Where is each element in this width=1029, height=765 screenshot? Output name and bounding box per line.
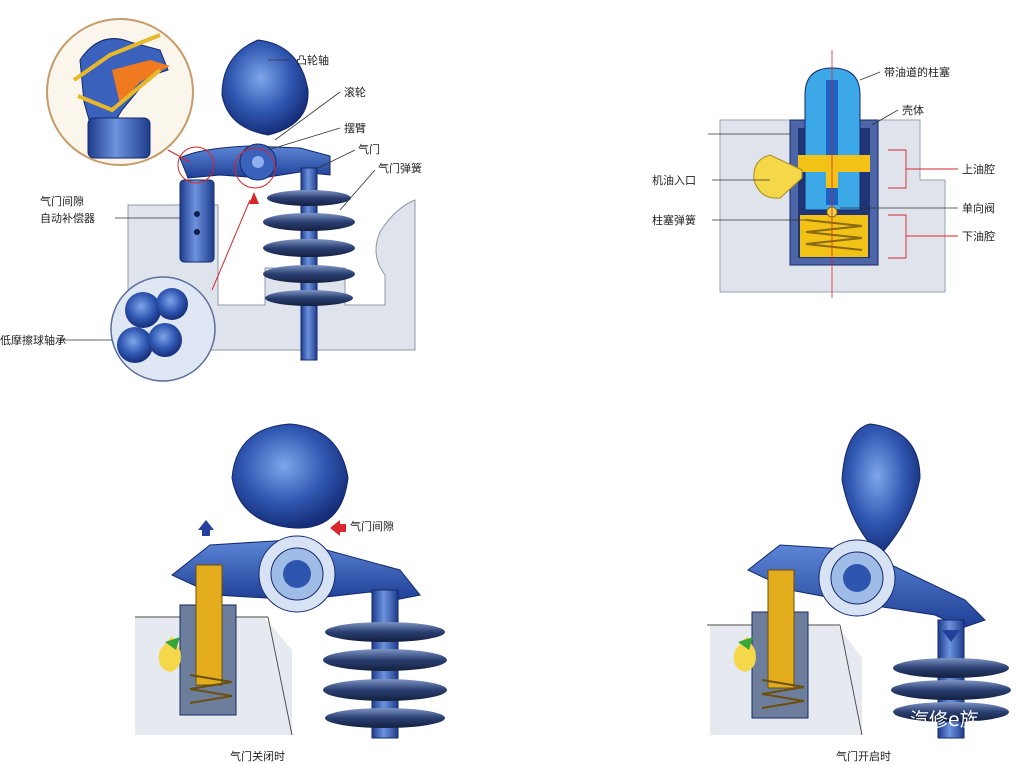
camshaft-lobe [231,423,349,529]
diagram-valve-open: 气门开启时 [707,423,1011,763]
label-valve: 气门 [358,142,380,156]
diagram-lash-adjuster-section: 带油道的柱塞 壳体 机油入口 上油腔 单向阀 柱塞弹簧 下油腔 [652,50,995,298]
valve-spring [891,658,1011,722]
lash-adjuster-oil-hole [194,211,200,217]
caption-valve-closed: 气门关闭时 [230,749,285,763]
label-valve-spring: 气门弹簧 [378,161,422,175]
plunger-spring [761,679,805,709]
label-valve-clearance: 气门间隙 [350,519,394,533]
ball-bearing-balls [117,288,188,363]
caption-valve-open: 气门开启时 [836,749,891,763]
lash-adjuster-oil-hole [194,229,200,235]
plunger-spring [805,219,863,251]
detail-guide-line [167,149,191,163]
label-plunger-spring: 柱塞弹簧 [652,213,696,227]
bracket-upper-chamber [888,149,958,189]
diagram-valve-closed: 气门间隙 气门关闭时 [135,423,447,763]
watermark-text: 汽修e族 [910,709,979,731]
blue-up-arrow-stem [202,530,210,536]
green-oil-arrow [738,637,753,650]
label-lash-adjuster-line1: 气门间隙 [40,194,84,208]
roller-hub [283,560,311,588]
plunger-spring [189,674,233,704]
label-roller: 滚轮 [344,85,366,99]
upper-oil-chamber [798,155,870,188]
label-plunger-with-oil-passage: 带油道的柱塞 [884,65,950,79]
label-upper-oil-chamber: 上油腔 [962,162,995,176]
label-camshaft: 凸轮轴 [296,53,329,67]
roller-hub [843,564,871,592]
red-left-arrow [330,520,346,536]
label-lash-adjuster-line2: 自动补偿器 [40,211,95,225]
detail-callout-ring [234,147,276,189]
valve-spring [323,622,447,728]
lash-adjuster-plunger [767,569,795,689]
label-rocker-arm: 摆臂 [344,121,366,135]
diagram-roller-rocker-overview: 凸轮轴 滚轮 摆臂 气门 气门弹簧 气门间隙 自动补偿器 低摩擦球轴承 [0,18,422,382]
label-check-valve: 单向阀 [962,201,995,215]
valve-spring [263,190,355,306]
camshaft-lobe [841,423,921,556]
leader-lines [708,71,958,221]
roller-hub [252,156,264,168]
label-housing: 壳体 [902,103,924,117]
retainer-wire-detail [72,33,162,113]
adjuster-top-detail [87,117,151,159]
green-oil-arrow [165,637,180,650]
oil-clip-detail [112,60,170,104]
red-up-arrow [249,192,259,204]
leader-lines [60,59,376,341]
watermark: 汽修e族 [865,706,979,738]
detail-guide-line [211,199,251,291]
label-lower-oil-chamber: 下油腔 [962,229,995,243]
bracket-lower-chamber [888,214,958,259]
label-oil-inlet: 机油入口 [652,173,696,187]
casting-edge [839,624,863,736]
lash-adjuster-body [179,179,215,263]
wechat-icon [865,706,906,738]
label-low-friction-bearing: 低摩擦球轴承 [0,333,66,347]
blue-down-arrow [942,630,960,642]
detail-callout-ring [177,146,215,184]
lash-adjuster-plunger [195,564,223,686]
camshaft-lobe [221,39,309,136]
casting-edge [267,616,293,736]
blue-up-arrow [198,520,214,530]
